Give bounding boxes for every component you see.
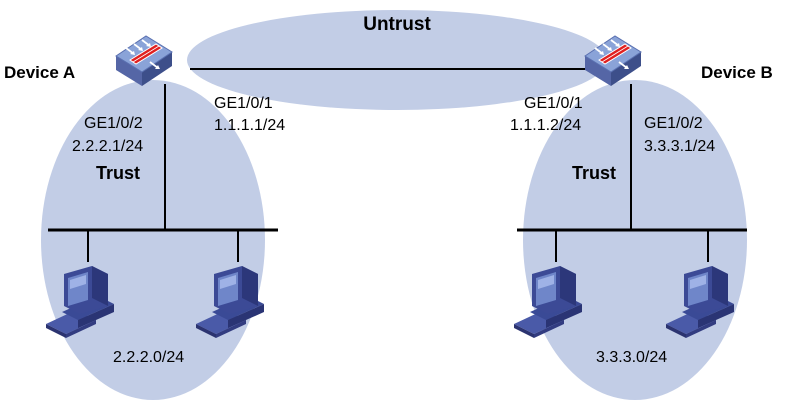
trust-zone-right-label: Trust [572, 163, 616, 183]
device-b-port-down: GE1/0/2 [644, 115, 703, 132]
untrust-zone [187, 10, 607, 110]
device-b-port-up: GE1/0/1 [524, 95, 583, 112]
device-a-label: Device A [4, 63, 75, 82]
device-b-ip-down: 3.3.3.1/24 [644, 138, 715, 155]
device-a-ip-down: 2.2.2.1/24 [72, 138, 143, 155]
trust-zone-left-label: Trust [96, 163, 140, 183]
subnet-right-label: 3.3.3.0/24 [596, 349, 667, 366]
device-b-ip-up: 1.1.1.2/24 [510, 117, 581, 134]
device-b-label: Device B [701, 63, 773, 82]
untrust-zone-label: Untrust [363, 14, 431, 35]
device-a-port-up: GE1/0/1 [214, 95, 273, 112]
subnet-left-label: 2.2.2.0/24 [113, 349, 184, 366]
device-a-ip-up: 1.1.1.1/24 [214, 117, 285, 134]
device-a-firewall-icon[interactable] [115, 35, 173, 87]
device-a-port-down: GE1/0/2 [84, 115, 143, 132]
